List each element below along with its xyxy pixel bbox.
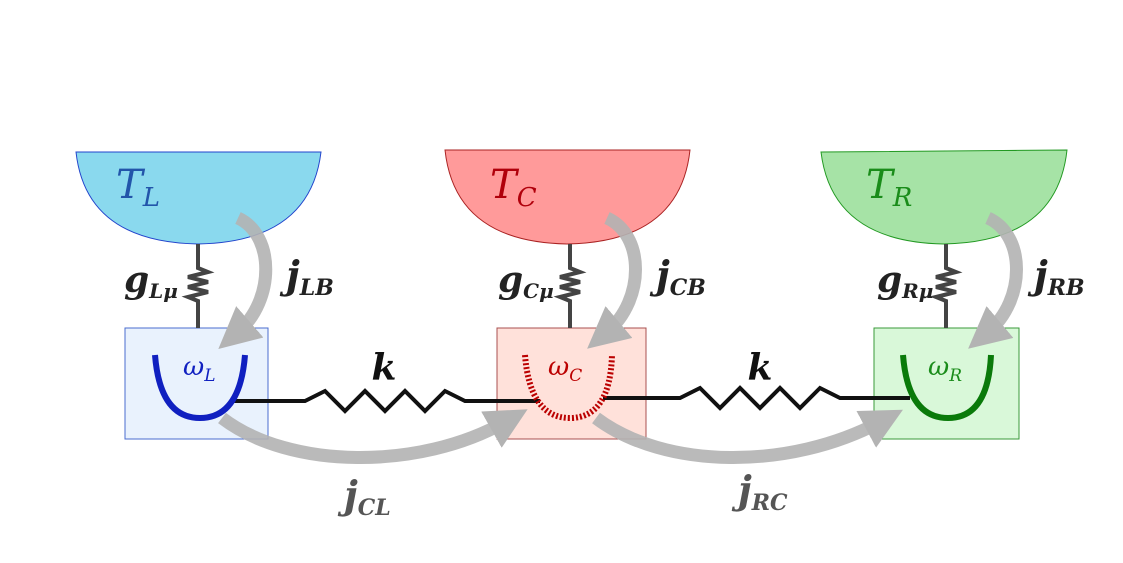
coupling-left-spring <box>181 244 215 328</box>
flux-left-bath-label: jLB <box>279 252 334 301</box>
oscillator-left-label: ωL <box>183 352 216 386</box>
spring-left-center-label: k <box>372 347 397 389</box>
oscillator-right-label: ωR <box>928 352 962 386</box>
flux-left-bath-arrow <box>218 212 273 350</box>
spring-left-center <box>230 388 540 414</box>
flux-left-center-label: jCL <box>337 472 391 521</box>
flux-center-bath-arrow <box>587 212 642 349</box>
coupling-center-spring <box>553 244 587 328</box>
flux-right-bath-label: jRB <box>1027 252 1085 301</box>
bath-center-label: TC <box>490 162 537 213</box>
flux-center-right-arrow <box>592 409 903 464</box>
flux-center-bath-label: jCB <box>649 252 706 301</box>
bath-right-shape <box>820 149 1068 245</box>
oscillator-center-label: ωC <box>548 352 582 386</box>
oscillator-right-box <box>873 327 1020 440</box>
coupling-right-spring <box>929 244 963 328</box>
spring-center-right-label: k <box>748 347 773 389</box>
coupling-left-label: gLμ <box>124 259 178 303</box>
flux-center-right-label: jRC <box>731 467 788 516</box>
coupling-right-label: gRμ <box>877 259 933 303</box>
bath-right-label: TR <box>866 162 912 213</box>
bath-left-shape <box>75 151 322 245</box>
flux-right-bath-arrow <box>968 212 1023 349</box>
bath-left-label: TL <box>116 162 160 213</box>
oscillator-left-well <box>152 354 248 422</box>
oscillator-right-well <box>900 354 994 422</box>
coupling-center-label: gCμ <box>498 259 554 303</box>
oscillator-center-well <box>522 354 615 422</box>
bath-center-shape <box>444 149 691 245</box>
flux-left-center-arrow <box>218 409 528 464</box>
oscillator-left-box <box>124 327 269 440</box>
spring-center-right <box>603 385 910 411</box>
